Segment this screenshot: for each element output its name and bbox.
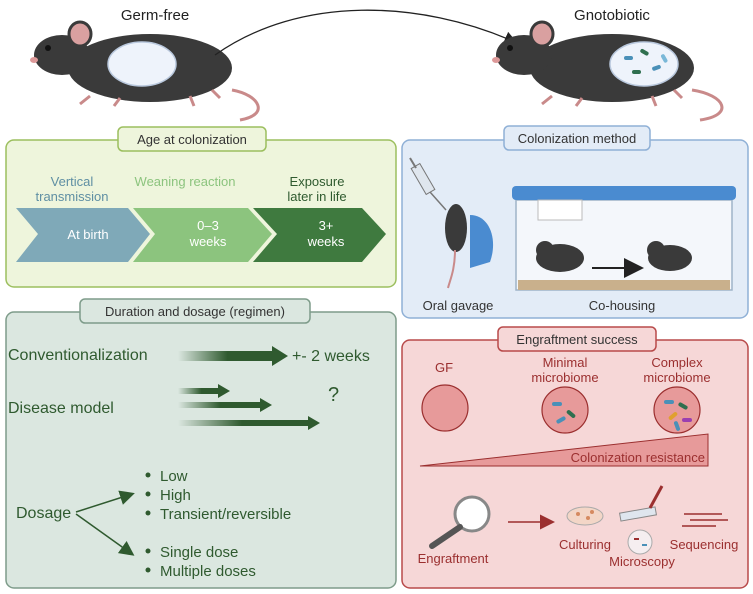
co-housing-label: Co-housing bbox=[589, 298, 656, 313]
stage-vertical-transmission-header-line1: Vertical bbox=[51, 174, 94, 189]
dosage-options-frequency: Single dose Multiple doses bbox=[145, 544, 256, 580]
disease-model-arrow-short bbox=[178, 384, 230, 398]
stage-weaning-weeks-line1: 0–3 bbox=[197, 218, 219, 233]
minimal-microbiome-label-line2: microbiome bbox=[531, 370, 598, 385]
method-panel-title: Colonization method bbox=[518, 131, 637, 146]
age-panel-title: Age at colonization bbox=[137, 132, 247, 147]
minimal-microbiome-label-line1: Minimal bbox=[543, 355, 588, 370]
stage-arrow-at-birth bbox=[16, 208, 150, 262]
germ-free-label: Germ-free bbox=[121, 7, 189, 24]
regimen-panel: Duration and dosage (regimen) Convention… bbox=[5, 298, 397, 589]
gnotobiotic-mouse-icon bbox=[492, 20, 724, 122]
stage-later-life-header-line1: Exposure bbox=[290, 174, 345, 189]
colonization-arrow bbox=[214, 9, 518, 56]
stage-later-life-header-line2: later in life bbox=[287, 189, 346, 204]
conventionalization-label: Conventionalization bbox=[8, 347, 148, 364]
dosage-arrow-down bbox=[75, 513, 135, 556]
colonization-resistance-label: Colonization resistance bbox=[571, 450, 705, 465]
age-at-colonization-panel: Age at colonization Vertical transmissio… bbox=[5, 126, 397, 288]
regimen-panel-title: Duration and dosage (regimen) bbox=[105, 304, 285, 319]
syringe-icon bbox=[409, 157, 447, 211]
bacteria-icon bbox=[664, 400, 692, 431]
minimal-microbiome-circle bbox=[541, 386, 589, 434]
dosage-option: Low bbox=[160, 468, 188, 485]
colonization-resistance-wedge bbox=[419, 433, 709, 467]
dosage-options-level: Low High Transient/reversible bbox=[145, 468, 291, 523]
magnifier-icon bbox=[429, 495, 491, 549]
stage-weaning-weeks-line2: weeks bbox=[189, 234, 227, 249]
stage-arrow-later-life bbox=[253, 208, 386, 262]
disease-model-unknown: ? bbox=[328, 384, 339, 406]
conventionalization-duration: +- 2 weeks bbox=[292, 348, 370, 365]
disease-model-label: Disease model bbox=[8, 400, 114, 417]
conventionalization-arrow bbox=[178, 346, 288, 366]
disease-model-arrow-medium bbox=[178, 398, 272, 412]
sequencing-icon bbox=[682, 513, 728, 527]
culturing-label: Culturing bbox=[559, 537, 611, 552]
dosage-option: Single dose bbox=[160, 544, 238, 561]
engraftment-panel-title: Engraftment success bbox=[516, 332, 638, 347]
oral-gavage-label: Oral gavage bbox=[423, 298, 494, 313]
cage-icon bbox=[512, 186, 736, 291]
sequencing-label: Sequencing bbox=[670, 537, 739, 552]
gavage-mouse-icon bbox=[445, 204, 494, 289]
germ-free-mouse-icon bbox=[30, 20, 260, 122]
petri-dish-icon bbox=[566, 506, 604, 526]
microscope-slide-icon bbox=[618, 485, 664, 555]
gnotobiotic-label: Gnotobiotic bbox=[574, 7, 650, 24]
dosage-option: Multiple doses bbox=[160, 563, 256, 580]
dosage-option: Transient/reversible bbox=[160, 506, 291, 523]
engraftment-label: Engraftment bbox=[418, 551, 489, 566]
colonization-method-panel: Colonization method Oral gavage Co-ho bbox=[401, 125, 749, 319]
co-housed-mouse-icon bbox=[536, 241, 692, 272]
dosage-option: High bbox=[160, 487, 191, 504]
stage-weaning-header: Weaning reaction bbox=[135, 174, 236, 189]
gf-circle bbox=[421, 384, 469, 432]
gf-label: GF bbox=[435, 360, 453, 375]
dosage-label: Dosage bbox=[16, 505, 71, 522]
microscopy-label: Microscopy bbox=[609, 554, 675, 569]
stage-later-life-weeks-line2: weeks bbox=[307, 234, 345, 249]
bacteria-icon bbox=[552, 402, 576, 424]
stage-arrow-weaning bbox=[133, 208, 272, 262]
dosage-arrow-up bbox=[75, 490, 135, 513]
complex-microbiome-label-line1: Complex bbox=[651, 355, 703, 370]
complex-microbiome-label-line2: microbiome bbox=[643, 370, 710, 385]
bacteria-icon bbox=[624, 49, 668, 74]
engraftment-panel: Engraftment success GF Minimal microbiom… bbox=[401, 326, 749, 589]
stage-vertical-transmission-header-line2: transmission bbox=[36, 189, 109, 204]
stage-at-birth-label: At birth bbox=[67, 227, 108, 242]
stage-later-life-weeks-line1: 3+ bbox=[319, 218, 334, 233]
disease-model-arrow-long bbox=[178, 416, 320, 430]
